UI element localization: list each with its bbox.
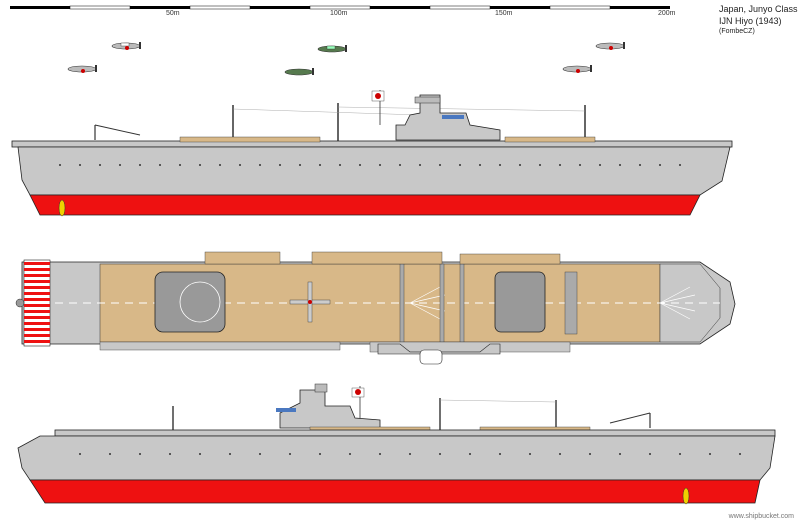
aircraft-icon <box>562 65 592 73</box>
aircraft-icon <box>67 65 97 73</box>
caption-ship: IJN Hiyo (1943) <box>719 16 782 26</box>
scale-label-50m: 50m <box>166 10 180 17</box>
caption-class: Japan, Junyo Class <box>719 4 798 14</box>
scale-label-200m: 200m <box>658 10 676 17</box>
plan-view <box>15 251 736 365</box>
aircraft-icon <box>595 42 625 50</box>
aircraft-icon <box>284 68 314 76</box>
aircraft-icon <box>289 281 331 323</box>
caption-author: (FombeCZ) <box>719 28 755 35</box>
aircraft-icon <box>111 42 141 50</box>
scale-bar <box>10 5 670 10</box>
scale-label-100m: 100m <box>330 10 348 17</box>
aircraft-icon <box>317 45 347 53</box>
side-view-top <box>11 90 733 217</box>
side-view-bottom <box>17 383 776 505</box>
scale-label-150m: 150m <box>495 10 513 17</box>
aircraft-group <box>67 42 625 76</box>
watermark: www.shipbucket.com <box>728 513 794 520</box>
